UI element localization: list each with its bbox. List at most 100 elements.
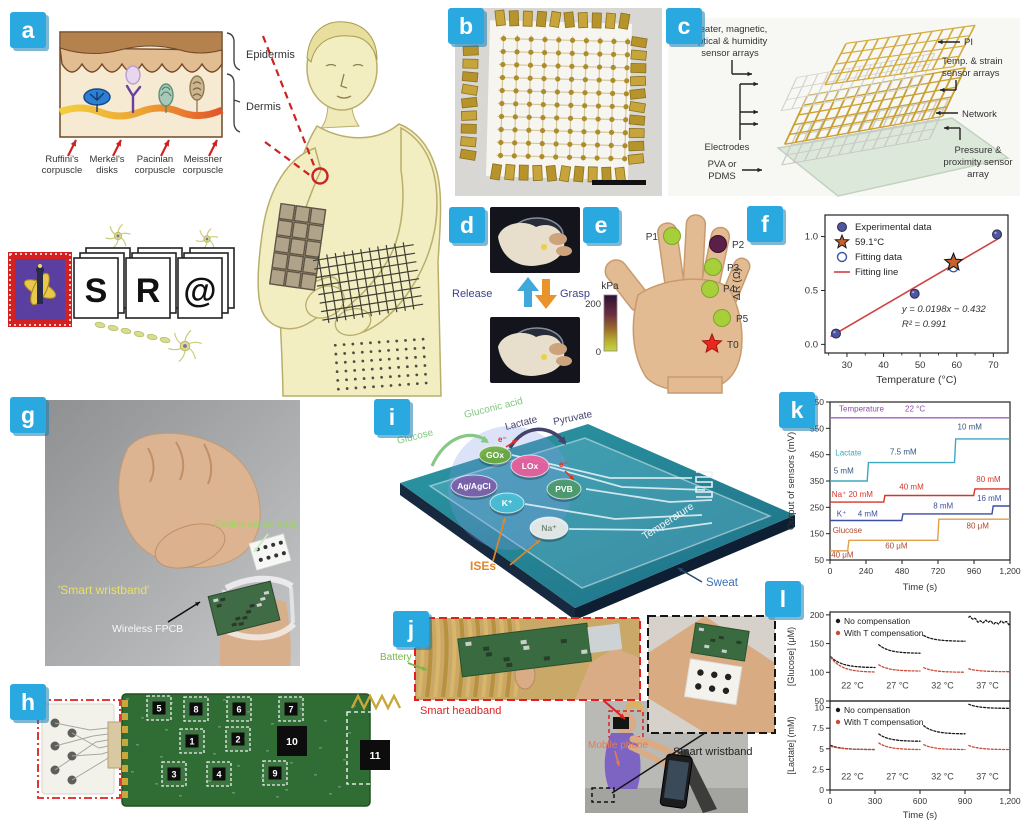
patch-grid-line (316, 269, 418, 287)
panel-badge-k: k (779, 392, 815, 428)
array-node (583, 51, 589, 57)
patch-grid-line (315, 261, 417, 279)
patch-cell (284, 270, 302, 289)
pcb-component (242, 615, 248, 620)
kpa-max-label: 200 (585, 299, 601, 310)
array-node (500, 48, 506, 55)
pcb-texture-mark (343, 759, 346, 761)
x-tick-label: 0 (828, 796, 833, 806)
pcb-component (260, 596, 266, 601)
array-row-line (498, 89, 627, 95)
chip-body (212, 767, 226, 781)
contact-pad-right (630, 49, 648, 61)
patch-dot (336, 378, 340, 382)
array-node (623, 117, 629, 123)
layer-annotations: Heater, magnetic,optical & humiditysenso… (693, 24, 1013, 182)
dermis-label: Dermis (246, 101, 281, 113)
y-tick-label: 550 (810, 423, 824, 433)
patch-dot (336, 387, 340, 391)
chip-body (167, 767, 181, 781)
y-tick-label: 350 (810, 476, 824, 486)
y-axis-label: Output of sensors (mV) (786, 432, 797, 530)
array-node (525, 140, 532, 146)
point-highlight (833, 330, 836, 334)
patch-dot (421, 337, 425, 341)
x-tick-label: 300 (868, 796, 882, 806)
pcb-texture-mark (266, 750, 269, 752)
flexible-sensor-patch (248, 533, 292, 571)
chip-number: 10 (286, 736, 298, 748)
x-tick-label: 480 (895, 566, 909, 576)
patch-dot (404, 347, 408, 351)
array-node (567, 128, 573, 134)
array-node (582, 90, 588, 96)
series-annotation: 10 mM (958, 423, 983, 432)
array-col-line (499, 34, 505, 159)
patch-cell (291, 221, 309, 240)
x-tick-label: 30 (842, 360, 853, 371)
layer-pointer-head (753, 121, 758, 127)
array-node (553, 128, 559, 134)
chip-body (231, 732, 245, 746)
array-node (569, 37, 576, 43)
patch-dot (258, 557, 263, 562)
patch-dot (360, 342, 364, 345)
panel-badge-l: l (765, 581, 801, 617)
panel-d-grasp-release: Release Grasp (452, 207, 590, 383)
kpa-unit-label: kPa (601, 281, 619, 292)
ises-label: ISEs (470, 559, 496, 573)
chip-body (232, 702, 246, 716)
patch-dot (345, 378, 348, 382)
patch-grid-line (402, 242, 415, 310)
pdms-substrate (776, 117, 1010, 197)
array-node (595, 103, 602, 109)
hair-strand (449, 618, 457, 698)
patch-dot (422, 355, 426, 359)
equation-text: R² = 0.991 (902, 319, 947, 330)
panel-badge-i: i (374, 399, 410, 435)
contact-pad-top (494, 9, 506, 27)
electrode-spot-label: Ag/AgCl (457, 481, 491, 491)
patch-dot (266, 555, 271, 560)
y-tick-label: 150 (810, 639, 824, 649)
chip-number: 11 (369, 750, 380, 762)
contact-pad-bottom (532, 164, 543, 182)
pcb-texture-mark (338, 786, 341, 788)
patch-dot (395, 348, 399, 352)
x-tick-label: 70 (988, 360, 999, 371)
pcb-component (482, 646, 490, 652)
finger (556, 246, 572, 256)
finger-creases (147, 441, 213, 485)
legend-text: Fitting data (855, 252, 903, 263)
array-node (569, 63, 575, 69)
patch-grid-line (319, 286, 421, 304)
lattice-line (824, 43, 848, 85)
lattice-line (928, 98, 949, 140)
array-node (610, 77, 616, 84)
temperature-step-label: 27 °C (886, 771, 909, 781)
pcb-component (710, 638, 716, 643)
lattice-line (793, 96, 952, 126)
glucose-reaction-arrowhead (480, 435, 489, 443)
array-node (608, 129, 615, 136)
patch-dot (353, 377, 357, 381)
pcb-component (235, 616, 241, 621)
sensor-sheet (459, 9, 648, 184)
layer-label-left: sensor arrays (701, 48, 759, 59)
pressure-point-label: P5 (736, 314, 749, 325)
pcb-component (721, 649, 727, 654)
pcb-texture-mark (348, 732, 351, 734)
patch-dot (412, 338, 416, 342)
pcb-edge-contact (122, 765, 128, 772)
pressure-point (701, 280, 719, 298)
patch-dot (413, 347, 417, 350)
pcb-texture-mark (160, 756, 163, 758)
electrode-spot (529, 516, 569, 540)
array-node (566, 154, 573, 160)
layer-label-right: PI (964, 37, 973, 48)
patch-grid-line (312, 244, 414, 262)
pcb-texture-mark (223, 699, 226, 701)
legend-marker (835, 630, 841, 636)
receptor-label-line1: Merkel's (89, 154, 124, 165)
